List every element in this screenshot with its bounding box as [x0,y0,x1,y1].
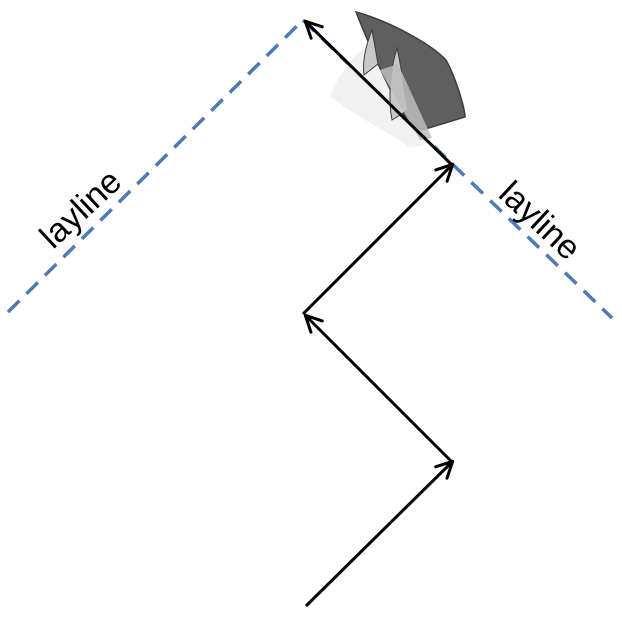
course-leg-1 [304,459,455,608]
sailboat-icon [330,10,466,149]
course-leg-4 [303,19,454,167]
layline-right-label: layline [492,174,588,268]
layline-right [301,18,614,320]
course-leg-2 [303,313,454,464]
course-leg-3 [301,162,455,316]
layline-left [6,18,305,314]
layline-left-label: layline [33,162,129,256]
